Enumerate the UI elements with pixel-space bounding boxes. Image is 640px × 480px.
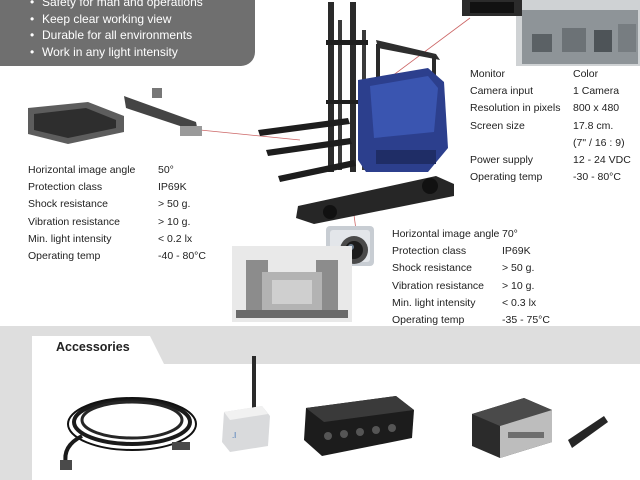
spec-label: Vibration resistance [28, 215, 121, 228]
feature-item: Keep clear working view [30, 11, 203, 28]
spec-row: Camera input 1 Camera [470, 83, 638, 100]
spec-label: Camera input [470, 85, 534, 98]
spec-value: > 50 g. [502, 262, 535, 275]
spec-label: Operating temp [392, 313, 465, 326]
feature-item: Work in any light intensity [30, 44, 203, 61]
spec-row: Shock resistance > 50 g. [392, 260, 572, 277]
spec-value: > 50 g. [158, 198, 191, 211]
spec-row: Monitor Color [470, 66, 638, 83]
spec-value: < 0.3 lx [502, 296, 537, 309]
spec-value: -30 - 80°C [573, 171, 621, 184]
spec-value: IP69K [502, 245, 531, 258]
accessories-title: Accessories [56, 340, 130, 354]
video-recorder-photo [472, 398, 608, 458]
forklift-photo [258, 2, 454, 224]
cable-photo [60, 397, 197, 470]
spec-value: IP69K [158, 181, 187, 194]
spec-label: Horizontal image angle [392, 228, 500, 240]
spec-row: Operating temp -35 - 75°C [392, 312, 572, 329]
spec-value: Color [573, 68, 599, 80]
svg-text:.l: .l [232, 431, 236, 440]
feature-list: Safety for man and operations Keep clear… [30, 0, 203, 60]
spec-value: 70° [502, 228, 518, 240]
spec-label: Min. light intensity [28, 232, 112, 245]
spec-value: > 10 g. [502, 279, 535, 292]
spec-value: < 0.2 lx [158, 232, 193, 245]
feature-item: Safety for man and operations [30, 0, 203, 11]
spec-value: (7" / 16 : 9) [573, 136, 625, 149]
spec-row: Resolution in pixels 800 x 480 [470, 100, 638, 117]
fork-camera-specs: Horizontal image angle 50° Protection cla… [28, 162, 228, 265]
spec-value: 1 Camera [573, 85, 620, 98]
spec-row: Operating temp -30 - 80°C [470, 169, 638, 186]
spec-row: Vibration resistance > 10 g. [28, 214, 228, 231]
spec-label: Resolution in pixels [470, 102, 561, 115]
spec-label: Protection class [392, 245, 467, 258]
spec-label: Monitor [470, 68, 506, 80]
spec-row: Operating temp -40 - 80°C [28, 248, 228, 265]
spec-label: Vibration resistance [392, 279, 485, 292]
spec-row: Min. light intensity < 0.2 lx [28, 231, 228, 248]
spec-label: Operating temp [28, 249, 101, 262]
wireless-transmitter-photo: .l [222, 356, 270, 452]
spec-row: (7" / 16 : 9) [470, 135, 638, 152]
fork-camera-photo [28, 88, 202, 144]
spec-row: Power supply 12 - 24 VDC [470, 152, 638, 169]
spec-row: Shock resistance > 50 g. [28, 196, 228, 213]
spec-value: > 10 g. [158, 215, 191, 228]
monitor-specs: Monitor Color Camera input 1 Camera Resolu… [470, 66, 638, 186]
spec-label: Operating temp [470, 171, 543, 184]
features-banner: Safety for man and operations Keep clear… [0, 0, 255, 66]
spec-value: 800 x 480 [573, 102, 620, 115]
recorder-box-photo [304, 396, 414, 456]
spec-value: -35 - 75°C [502, 313, 550, 326]
monitor-photo [462, 0, 640, 66]
spec-row: Vibration resistance > 10 g. [392, 278, 572, 295]
spec-label: Shock resistance [392, 262, 472, 275]
spec-label: Shock resistance [28, 198, 108, 211]
spec-label: Power supply [470, 153, 534, 166]
mast-closeup-photo [232, 246, 352, 322]
spec-value: 17.8 cm. [573, 119, 614, 132]
spec-label: Screen size [470, 119, 525, 132]
spec-row: Screen size 17.8 cm. [470, 118, 638, 135]
feature-item: Durable for all environments [30, 27, 203, 44]
spec-row: Min. light intensity < 0.3 lx [392, 295, 572, 312]
spec-value: 12 - 24 VDC [573, 153, 631, 166]
spec-row: Horizontal image angle 50° [28, 162, 228, 179]
spec-label: Min. light intensity [392, 296, 476, 309]
spec-label: Protection class [28, 181, 103, 194]
spec-value: -40 - 80°C [158, 249, 206, 262]
spec-row: Protection class IP69K [392, 243, 572, 260]
spec-label: Horizontal image angle [28, 164, 136, 176]
spec-row: Protection class IP69K [28, 179, 228, 196]
spec-value: 50° [158, 164, 174, 176]
